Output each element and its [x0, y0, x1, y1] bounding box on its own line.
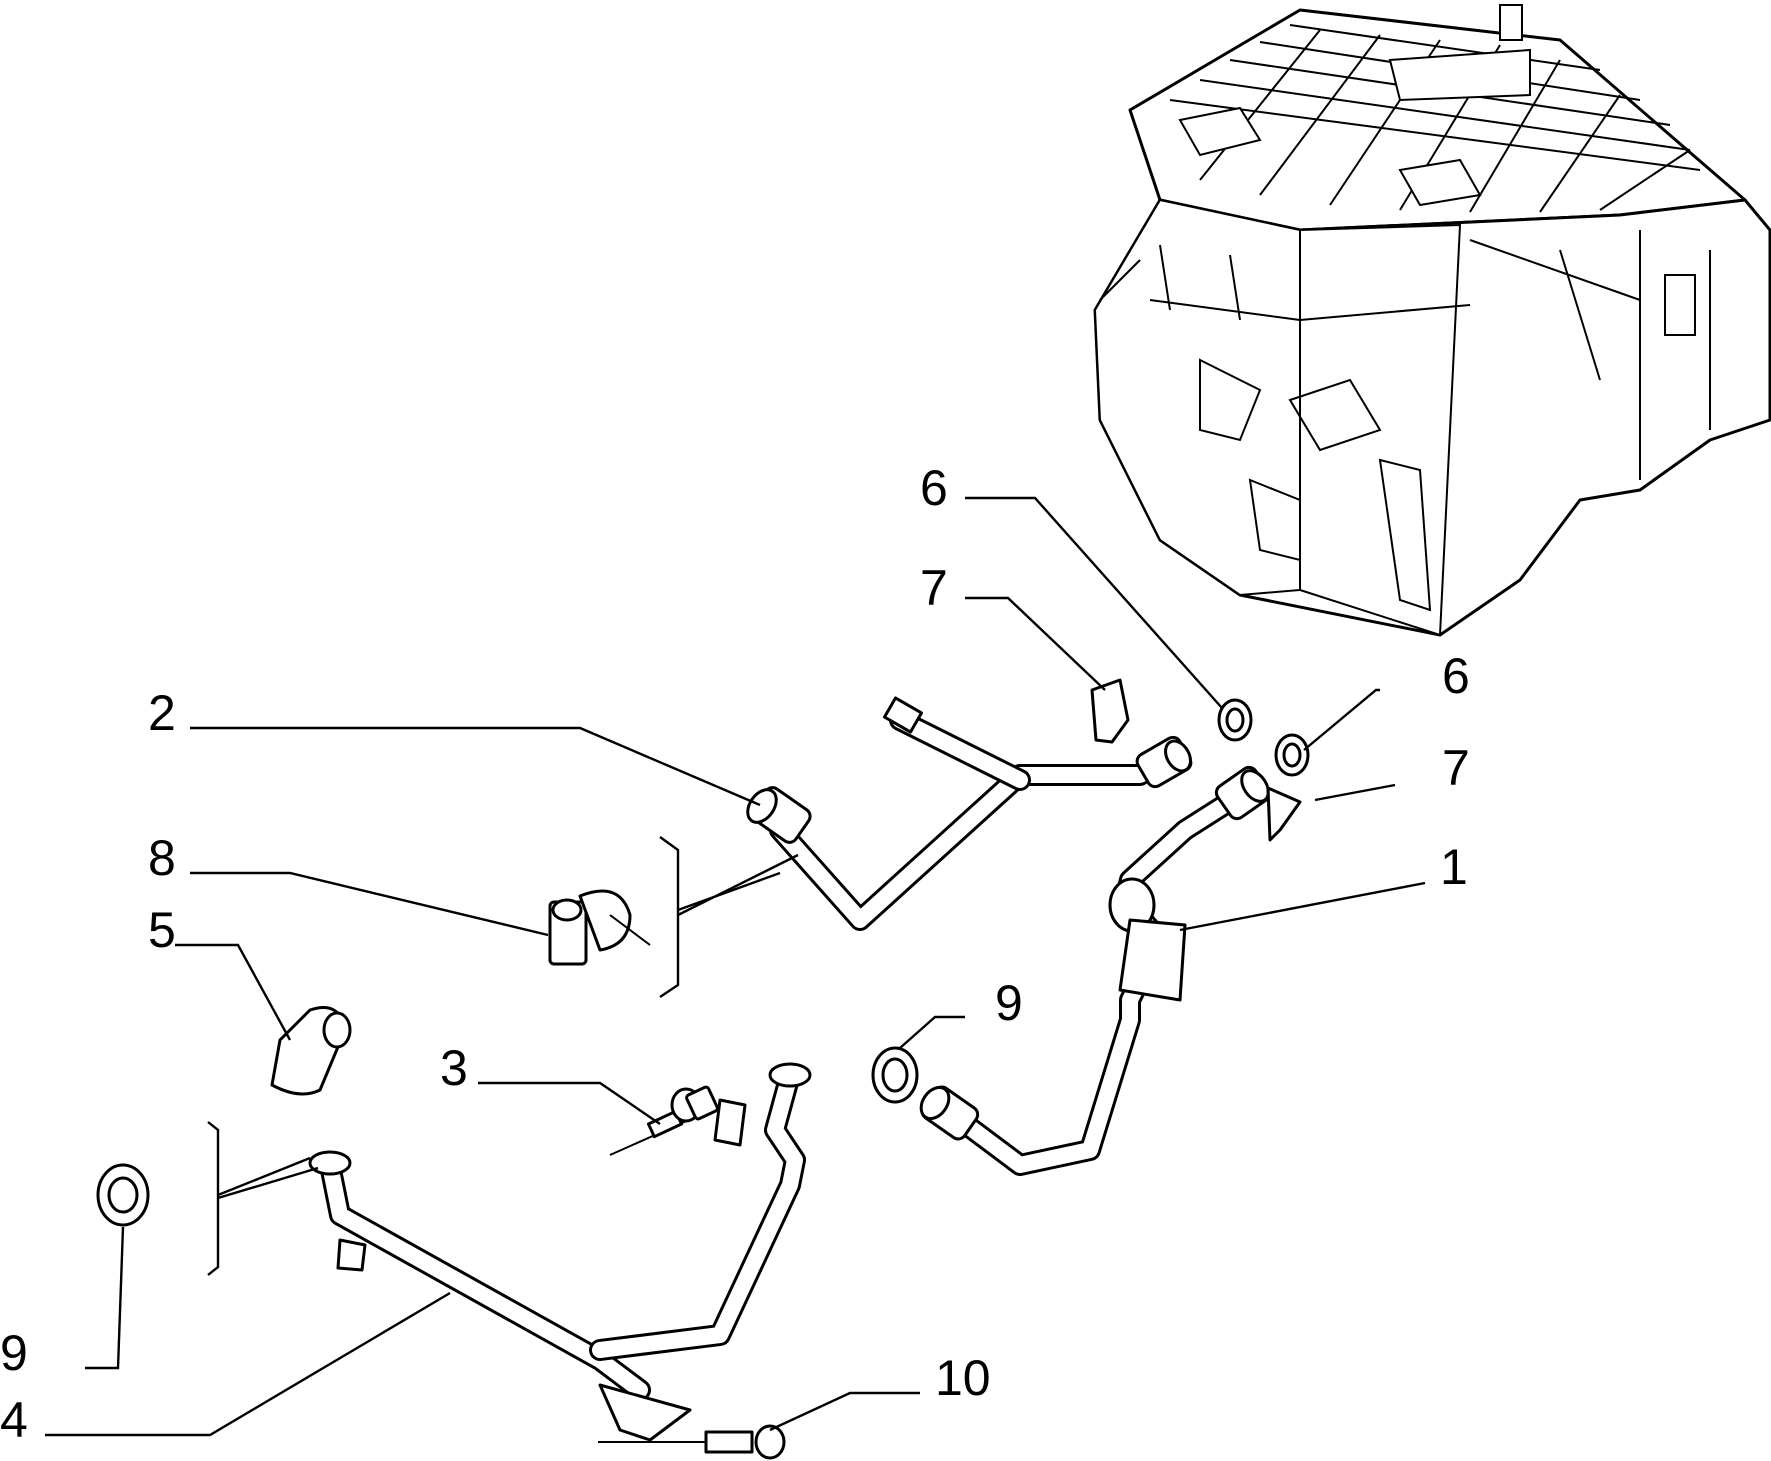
clamp-9-right: [871, 1046, 919, 1104]
callout-6-right: 6: [1442, 648, 1470, 704]
bracket-8: [548, 889, 651, 966]
pipe-1: [919, 765, 1272, 1176]
pipe-2: [746, 696, 1193, 931]
callout-9-right: 9: [995, 975, 1023, 1031]
callout-7-upper: 7: [920, 560, 948, 616]
heater-unit-assembly: [1093, 4, 1771, 637]
group-bracket-upper: [659, 836, 799, 998]
callout-10: 10: [935, 1350, 991, 1406]
callout-3: 3: [440, 1040, 468, 1096]
callout-6-upper: 6: [920, 460, 948, 516]
leader-lines: [45, 496, 1426, 1437]
callout-8: 8: [148, 830, 176, 886]
callout-1: 1: [1440, 839, 1468, 895]
clamp-9-left: [96, 1163, 150, 1227]
bolt-10: [598, 1424, 786, 1460]
bolt-3: [609, 1085, 719, 1156]
o-ring-6-lower: [1274, 733, 1310, 777]
clip-7-lower: [1266, 786, 1302, 842]
callout-2: 2: [148, 685, 176, 741]
group-bracket-lower: [207, 1121, 319, 1276]
hose-5: [270, 1006, 352, 1096]
callout-9-left: 9: [0, 1325, 28, 1381]
o-ring-6-upper: [1217, 698, 1253, 742]
callout-labels: 6 7 6 7 2 1 8 5 9 3 9 4 10: [0, 460, 1470, 1448]
callout-7-right: 7: [1442, 740, 1470, 796]
callout-5: 5: [148, 902, 176, 958]
clip-7-upper: [1090, 678, 1130, 744]
pipe-4: [308, 1062, 812, 1442]
callout-4: 4: [0, 1392, 28, 1448]
